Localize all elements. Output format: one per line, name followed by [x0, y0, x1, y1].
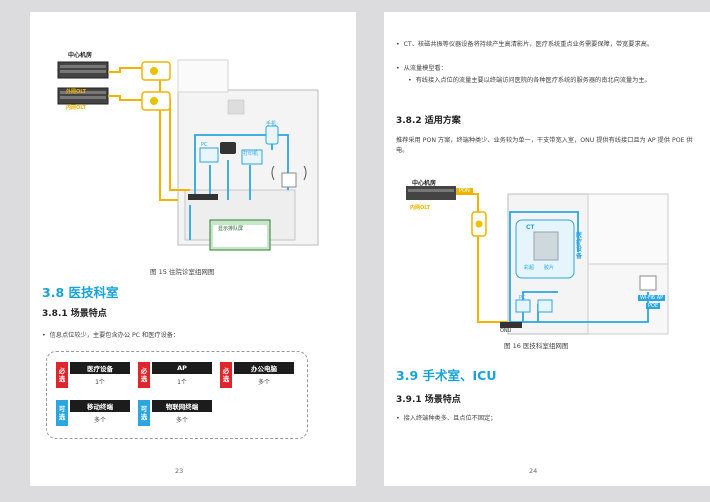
- item-count: 多个: [175, 416, 188, 424]
- item-title: 移动终端: [70, 400, 130, 412]
- color-ultrasound-label: 彩超: [524, 265, 535, 271]
- medical-tech-network-diagram: [406, 186, 669, 335]
- diagram-room-label: 中心机房: [68, 52, 93, 59]
- ap-label: Wi-Fi6 AP: [638, 295, 666, 301]
- bullet-item: • 信息点位较少，主要包含办公 PC 和医疗设备：: [42, 332, 180, 339]
- olt-inner-label: 内网OLT: [66, 105, 87, 111]
- pc-label: PC: [201, 142, 208, 148]
- item-medical-device: 必选 医疗设备 1个: [56, 362, 132, 388]
- item-count: 1个: [95, 378, 105, 386]
- item-ap: 必选 AP 1个: [138, 362, 214, 388]
- bullet-item: • 从流量模型看：: [396, 65, 447, 72]
- page-number: 23: [175, 467, 184, 475]
- ct-label: CT: [526, 224, 535, 231]
- olt-inner-label: 内网OLT: [410, 205, 431, 211]
- item-title: AP: [152, 362, 212, 374]
- subsection-heading: 3.8.2 适用方案: [396, 116, 461, 126]
- bullet-item: • CT、核磁共振等仪器设备将持续产生高清影片，医疗系统重点业务需要保障，带宽要…: [396, 41, 654, 48]
- subsection-heading: 3.8.1 场景特点: [42, 309, 107, 319]
- device-summary-panel: [46, 351, 308, 439]
- optional-badge: 可选: [56, 400, 68, 426]
- devices-label: 医疗设备: [576, 232, 583, 260]
- required-badge: 必选: [56, 362, 68, 388]
- sub-bullet-item: • 有线接入点位的流量主要以终端访问医院的各种医疗系统的服务器的南北向流量为主。: [408, 77, 651, 84]
- item-title: 医疗设备: [70, 362, 130, 374]
- diagram-room-label: 中心机房: [412, 180, 437, 187]
- poe-label: POE: [646, 303, 661, 309]
- item-count: 多个: [93, 416, 106, 424]
- figure-caption: 图 16 医技科室组网图: [504, 342, 569, 350]
- pon-label: PON: [456, 188, 473, 194]
- right-page: • CT、核磁共振等仪器设备将持续产生高清影片，医疗系统重点业务需要保障，带宽要…: [384, 12, 710, 486]
- item-mobile-terminal: 可选 移动终端 多个: [56, 400, 132, 426]
- item-count: 多个: [257, 378, 270, 386]
- item-count: 1个: [177, 378, 187, 386]
- item-title: 办公电脑: [234, 362, 294, 374]
- item-iot-terminal: 可选 物联网终端 多个: [138, 400, 214, 426]
- section-heading: 3.8 医技科室: [42, 285, 119, 300]
- subsection-heading: 3.9.1 场景特点: [396, 395, 461, 405]
- required-badge: 必选: [138, 362, 150, 388]
- required-badge: 必选: [220, 362, 232, 388]
- printer-label: 打印机: [243, 151, 259, 157]
- optional-badge: 可选: [138, 400, 150, 426]
- medical-film-label: 胶片: [544, 265, 555, 271]
- onu-label: ONU: [500, 328, 512, 334]
- phone-label: 手机: [266, 121, 277, 127]
- left-page: 中心机房 外网OLT 内网OLT PC 打印机 手机 显示排队屏 图 15 住院…: [30, 12, 356, 486]
- display-label: 显示排队屏: [218, 226, 244, 232]
- item-title: 物联网终端: [152, 400, 212, 412]
- item-office-pc: 必选 办公电脑 多个: [220, 362, 296, 388]
- section-heading: 3.9 手术室、ICU: [396, 368, 497, 383]
- page-number: 24: [529, 467, 538, 475]
- outpatient-network-diagram: [57, 59, 319, 251]
- paragraph: 推荐采用 PON 方案，终端种类少、业务较为单一，干支带宽入室，ONU 提供有线…: [396, 137, 693, 154]
- figure-caption: 图 15 住院诊室组网图: [150, 268, 215, 276]
- pc-label: PC: [519, 295, 526, 301]
- bullet-item: • 接入终端种类多、且点位不固定；: [396, 415, 497, 422]
- olt-outer-label: 外网OLT: [66, 89, 87, 95]
